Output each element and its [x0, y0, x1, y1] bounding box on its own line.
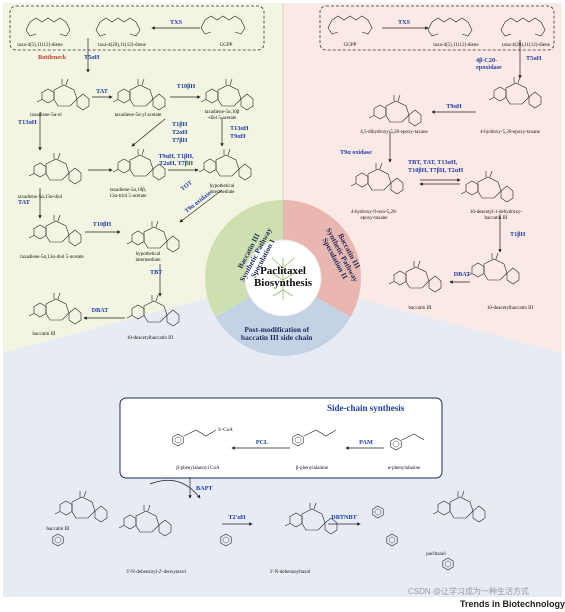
enzyme-label: T9αH [230, 133, 246, 140]
enzyme-label: T10βH [176, 83, 196, 90]
spec2-arrows [382, 26, 522, 284]
compound-label: taxa-4(5),11(12)-diene [17, 43, 63, 48]
enzyme-label: T1βH [172, 121, 188, 128]
compound-label: epoxy-taxane [360, 216, 388, 221]
sidechain-title: Side-chain synthesis [327, 403, 405, 413]
bottleneck-label: Bottleneck [38, 54, 67, 61]
wheel-sector-post [215, 278, 351, 356]
compound-label: taxadiene-5α-ol [30, 113, 62, 118]
enzyme-label: DBAT [91, 307, 109, 314]
enzyme-label: TAT [18, 199, 30, 206]
compound-label: -diol 5-acetate [207, 116, 237, 121]
compound-label: β-phenylalanine [295, 466, 329, 471]
enzyme-label: TBT, TAT, T13αH, [408, 159, 458, 166]
enzyme-label: epoxidase [476, 64, 502, 71]
compound-label: 4-hydroxy-5,20-epoxy-taxane [480, 130, 540, 135]
compound-label: paclitaxel [426, 552, 446, 557]
enzyme-label: T2αH, T7βH [159, 160, 193, 167]
enzyme-label: T13αH [18, 119, 37, 126]
watermark: CSDN @让学习成为一种生活方式 [408, 587, 530, 596]
central-wheel [205, 200, 361, 356]
compound-label: GGPP [343, 43, 357, 48]
atom-label: S–CoA [218, 428, 233, 433]
enzyme-label: TAT [96, 88, 108, 95]
compound-label: taxadiene-5α,13α-diol 5-acetate [20, 255, 84, 260]
compound-label: hypothetical [135, 252, 161, 257]
compound-label: baccatin III [484, 216, 508, 221]
enzyme-label: T2'αH [228, 514, 246, 521]
compound-label: 10-deacetyl-1-dehydroxy- [469, 210, 523, 215]
spec2-ggps-box [319, 5, 555, 51]
enzyme-label: DBAT [453, 271, 471, 278]
spec1-arrows [38, 26, 224, 320]
compound-label: 4,5-dihydroxy-5,20-epoxy-taxane [360, 130, 428, 135]
taxus-plant-icon [269, 257, 297, 300]
compound-label: 3'-N-debenzoyltaxol [269, 570, 311, 575]
compound-label: 10-deacetylbaccatin III [126, 336, 174, 341]
enzyme-label: T13αH [230, 125, 249, 132]
journal-name: Trends in Biotechnology [460, 599, 565, 609]
enzyme-label: T9α oxidase [340, 149, 372, 156]
compound-label: 3'-N-debenzoyl-2'-deoxytaxol [126, 570, 186, 575]
compound-label: 10-deacetylbaccatin III [486, 306, 534, 311]
compound-label: intermediate [135, 258, 161, 263]
compound-label: hypothetical [209, 184, 235, 189]
compound-label: taxadiene-5α-yl acetate [114, 113, 162, 118]
compound-label: taxa-4(20),11(12)-diene [502, 43, 550, 48]
enzyme-label: T7βH [172, 137, 188, 144]
compound-label: taxadiene-5α,13α-diol [17, 195, 63, 200]
compound-label: 13α-triol 5-acetate [109, 194, 147, 199]
compound-label: taxa-4(20),11(12)-diene [98, 43, 146, 48]
enzyme-label: T10βH, T7βH, T2αH [408, 167, 464, 174]
enzyme-label: T10βH [92, 221, 112, 228]
enzyme-label: T9αH [446, 103, 462, 110]
compound-label: GGPP [219, 43, 233, 48]
enzyme-label: PCL [255, 439, 269, 446]
compound-label: baccatin III [408, 306, 432, 311]
compound-label: baccatin III [32, 332, 56, 337]
enzyme-label: T5αH [84, 54, 100, 61]
compound-label: taxadiene-5α,10β [204, 110, 240, 115]
enzyme-label: T1βH [510, 231, 526, 238]
post-arrows [149, 477, 361, 526]
spec1-ggps-box [9, 5, 265, 51]
compound-label: taxadiene-5α,10β, [110, 188, 146, 193]
enzyme-label: TBT [150, 269, 163, 276]
enzyme-label: BAPT [196, 485, 213, 492]
compound-label: 4-hydroxy-9-oxo-5,20- [350, 210, 398, 215]
enzyme-label: T9αH, T1βH, [158, 153, 194, 160]
enzyme-label: TXS [169, 19, 183, 26]
enzyme-label: T2αH [172, 129, 188, 136]
enzyme-label: T5αH [526, 55, 542, 62]
compound-label: taxa-4(5),11(12)-diene [433, 43, 479, 48]
compound-label: intermediate [209, 190, 235, 195]
sidechain-box [119, 397, 443, 479]
enzyme-label: PAM [359, 439, 373, 446]
compound-label: baccatin III [46, 527, 70, 532]
enzyme-label: TXS [397, 19, 411, 26]
compound-label: α-phenylalanine [387, 466, 421, 471]
enzyme-label: DBTNBT [331, 514, 357, 521]
enzyme-label: 4β-C20- [476, 57, 498, 64]
sidechain-structures [172, 429, 425, 451]
compound-label: β-phenylalanoyl CoA [176, 466, 220, 471]
